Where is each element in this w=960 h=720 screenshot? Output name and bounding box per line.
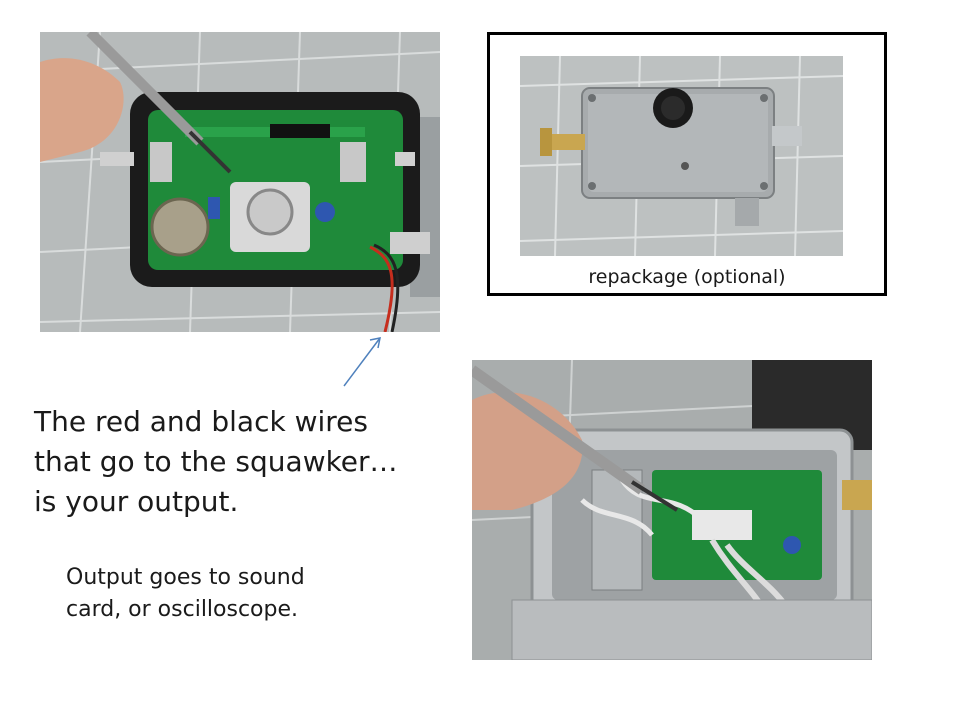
sub-text-line-2: card, or oscilloscope. — [66, 597, 299, 622]
aluminum-enclosure-with-knob-icon — [520, 56, 843, 256]
aluminum-box-photo — [520, 56, 843, 256]
main-text-line-3: is your output. — [34, 485, 239, 518]
circuit-board-photo — [40, 32, 440, 332]
sub-text: Output goes to sound card, or oscillosco… — [66, 562, 406, 626]
repackage-caption: repackage (optional) — [588, 266, 786, 288]
sub-text-line-1: Output goes to sound — [66, 565, 305, 590]
repackage-frame — [487, 32, 887, 296]
main-text-line-2: that go to the squawker… — [34, 445, 398, 478]
circuit-board-in-open-case-icon — [40, 32, 440, 332]
main-text-line-1: The red and black wires — [34, 405, 368, 438]
main-text: The red and black wires that go to the s… — [34, 402, 454, 522]
arrow-icon — [343, 337, 381, 387]
wired-enclosure-photo — [472, 360, 872, 660]
enclosure-with-wired-board-icon — [472, 360, 872, 660]
